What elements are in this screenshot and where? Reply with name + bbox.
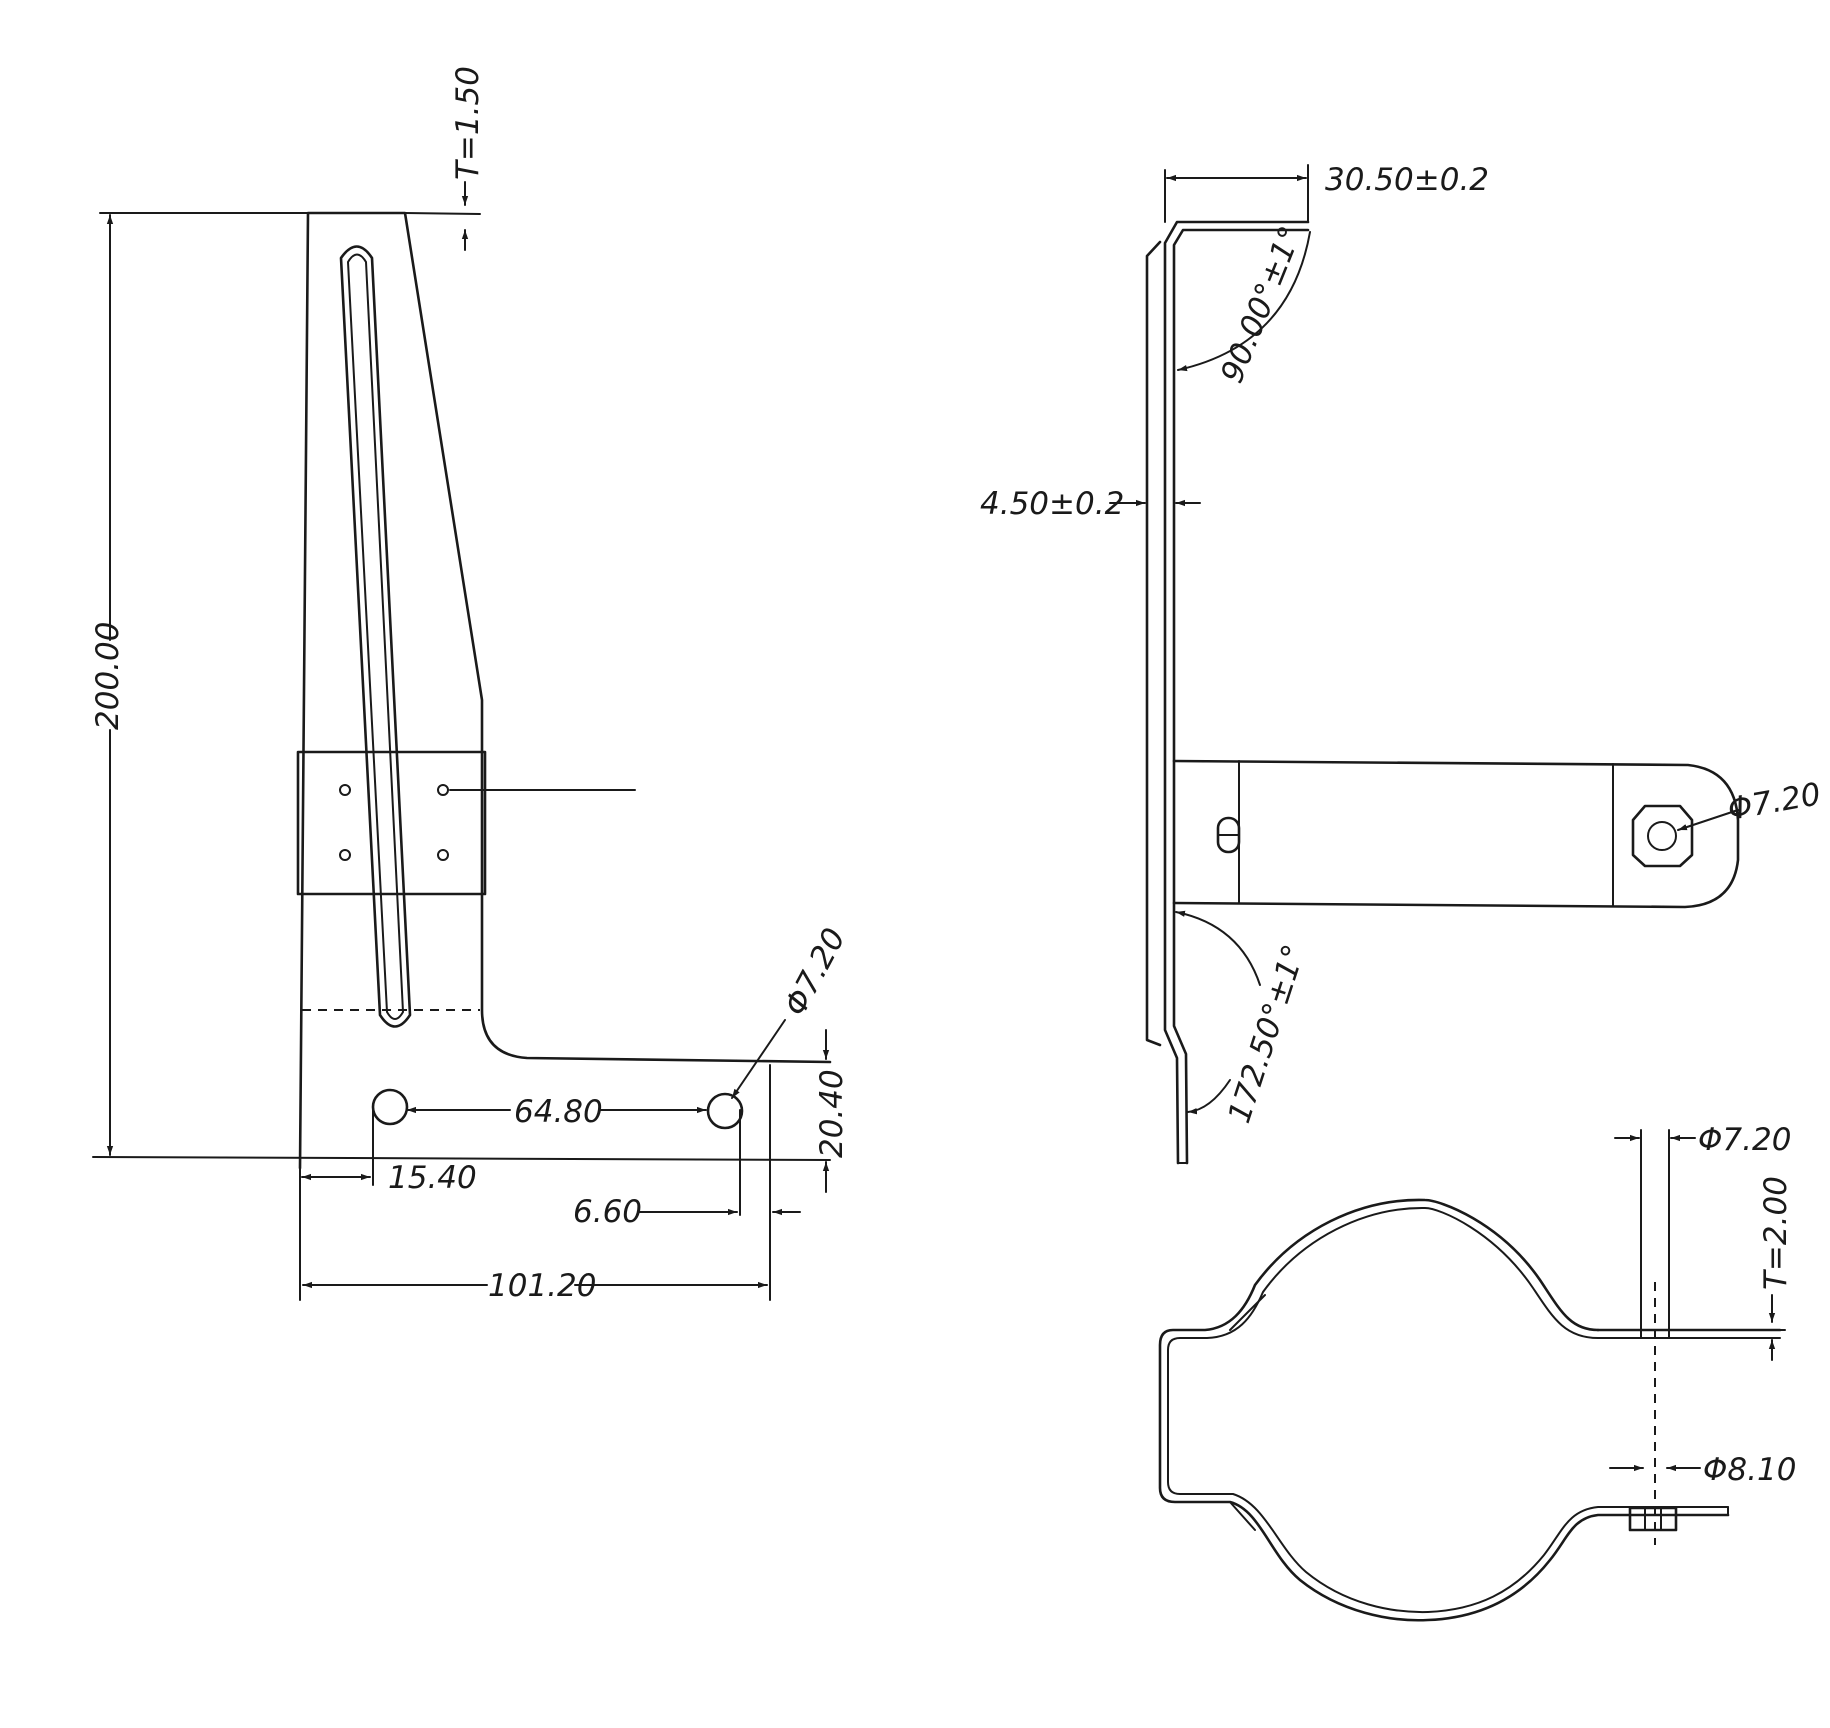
dim-leader: [731, 1019, 786, 1099]
clamp-plate: [296, 750, 487, 896]
angle-arc: [1175, 910, 1261, 986]
offset-label: 4.50±0.2: [980, 486, 1124, 522]
side-hole-diameter-label: Φ7.20: [1725, 776, 1823, 828]
flange-edge: [1145, 240, 1162, 1047]
ext-line: [92, 1156, 831, 1161]
total-width-label: 101.20: [488, 1268, 596, 1304]
hole-spacing-label: 64.80: [514, 1094, 603, 1130]
nut-hole: [1647, 821, 1677, 851]
rivet-hole: [339, 784, 351, 796]
rivet-hole: [339, 849, 351, 861]
thickness-label: T=1.50: [450, 66, 486, 180]
rivet-hole: [437, 784, 449, 796]
clamp-ring-inner: [1167, 1206, 1729, 1614]
dim-leader: [1677, 809, 1739, 831]
bolt-head: [1628, 1506, 1678, 1532]
arm-outline: [1172, 759, 1740, 909]
slot-inner: [346, 253, 405, 1020]
left-offset-label: 15.40: [388, 1160, 477, 1196]
bracket-profile: [1163, 220, 1310, 1165]
side-view: Φ7.20 30.50±0.2 90.00°±1° 4.50±0.2 172.5…: [980, 162, 1823, 1165]
bracket-profile-inner: [1172, 228, 1310, 1165]
ext-line: [404, 212, 481, 215]
height-label: 200.00: [90, 622, 126, 730]
hole-diameter-label: Φ7.20: [777, 922, 853, 1021]
bracket-outline: [298, 211, 832, 1170]
clamp-thickness-label: T=2.00: [1758, 1176, 1794, 1290]
mounting-hole: [371, 1088, 409, 1126]
rivet-hole: [437, 849, 449, 861]
hole-height-label: 20.40: [814, 1069, 850, 1158]
bottom-angle-label: 172.50°±1°: [1221, 940, 1312, 1127]
right-offset-label: 6.60: [573, 1194, 642, 1230]
hex-nut-icon: [1631, 804, 1694, 868]
clamp-view: Φ7.20 T=2.00 Φ8.10: [1158, 1122, 1796, 1622]
wing-line: [1229, 1294, 1266, 1531]
angle-arc: [1177, 231, 1311, 372]
angle-arc: [1187, 1079, 1231, 1115]
top-hole-label: Φ7.20: [1698, 1122, 1791, 1158]
slot: [339, 245, 412, 1028]
top-flange-label: 30.50±0.2: [1325, 162, 1489, 198]
mounting-hole: [706, 1092, 744, 1130]
bolt-diameter-label: Φ8.10: [1703, 1452, 1796, 1488]
top-angle-label: 90.00°±1°: [1214, 221, 1309, 388]
clamp-ring: [1158, 1198, 1730, 1622]
front-view: T=1.50 200.00 Φ7.20 64.80 20.40 15.40 6.…: [90, 66, 853, 1304]
